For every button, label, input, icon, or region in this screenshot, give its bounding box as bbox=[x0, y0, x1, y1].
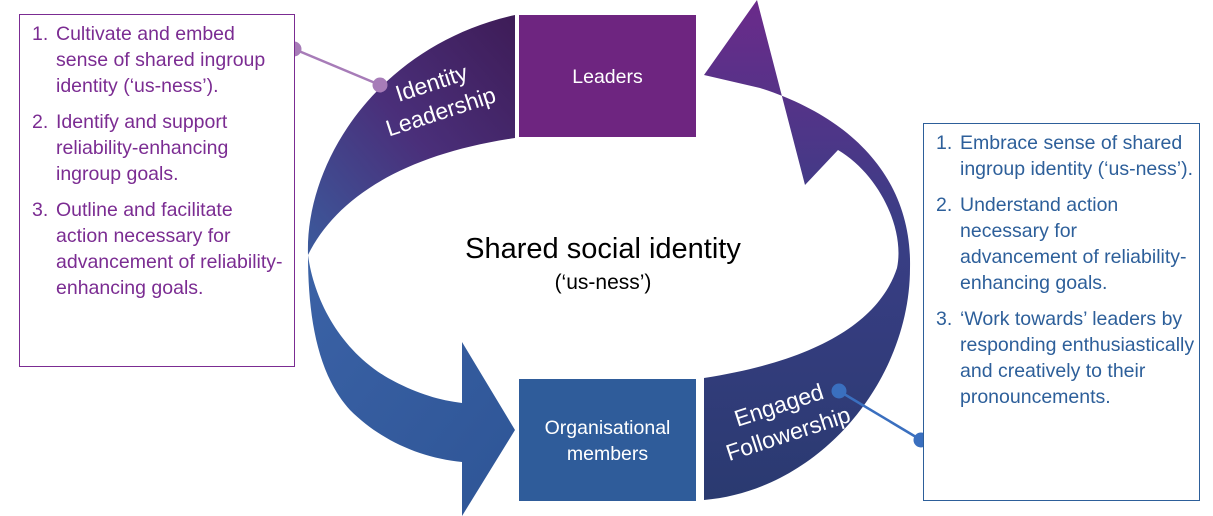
arrow-engaged-followership bbox=[704, 0, 911, 500]
list-item-text: Outline and facilitate action necessary … bbox=[56, 199, 283, 299]
list-item-text: Understand action necessary for advancem… bbox=[960, 194, 1187, 294]
arrow-to-members bbox=[308, 255, 515, 516]
members-box bbox=[519, 379, 696, 501]
list-item: 3. Outline and facilitate action necessa… bbox=[32, 197, 290, 301]
center-subtitle: (‘us-ness’) bbox=[555, 271, 652, 294]
list-item: 1. Embrace sense of shared ingroup ident… bbox=[936, 130, 1195, 182]
list-item: 3. ‘Work towards’ leaders by responding … bbox=[936, 306, 1195, 410]
leaders-label: Leaders bbox=[572, 66, 643, 88]
list-item-number: 1. bbox=[32, 23, 49, 45]
arrow-identity-leadership bbox=[307, 15, 515, 255]
list-item: 2. Identify and support reliability-enha… bbox=[32, 109, 290, 187]
left-connector-dot-arrow bbox=[372, 77, 388, 93]
list-item-number: 2. bbox=[32, 111, 49, 133]
engaged-followership-points-box: 1. Embrace sense of shared ingroup ident… bbox=[923, 123, 1200, 501]
list-item-number: 3. bbox=[936, 308, 953, 330]
list-item-number: 2. bbox=[936, 194, 953, 216]
members-label-line2: members bbox=[567, 443, 649, 465]
right-connector-line bbox=[838, 389, 922, 442]
list-item-text: Identify and support reliability-enhanci… bbox=[56, 111, 229, 185]
list-item-number: 3. bbox=[32, 199, 49, 221]
right-connector-dot-arrow bbox=[831, 383, 847, 399]
list-item-number: 1. bbox=[936, 132, 953, 154]
center-title: Shared social identity bbox=[465, 233, 741, 265]
list-item-text: Embrace sense of shared ingroup identity… bbox=[960, 132, 1194, 180]
list-item-text: Cultivate and embed sense of shared ingr… bbox=[56, 23, 266, 97]
leaders-box bbox=[519, 15, 696, 137]
left-connector-line bbox=[293, 47, 381, 87]
list-item-text: ‘Work towards’ leaders by responding ent… bbox=[960, 308, 1195, 408]
list-item: 1. Cultivate and embed sense of shared i… bbox=[32, 21, 290, 99]
identity-leadership-points-box: 1. Cultivate and embed sense of shared i… bbox=[19, 14, 295, 367]
list-item: 2. Understand action necessary for advan… bbox=[936, 192, 1195, 296]
members-label-line1: Organisational bbox=[545, 417, 671, 439]
